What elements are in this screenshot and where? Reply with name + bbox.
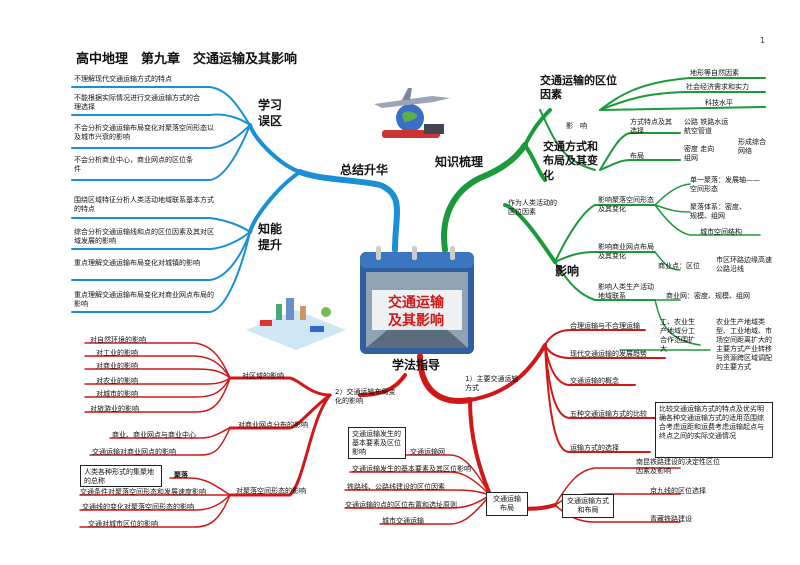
regional-label: 对区域的影响 bbox=[242, 372, 284, 380]
globe-transport-illustration bbox=[374, 88, 450, 138]
summary-label: 总结升华 bbox=[340, 163, 389, 177]
settlement-word: 聚落 bbox=[174, 471, 188, 479]
skill-item: 重点理解交通运输布局变化对商业网点布局的影响 bbox=[74, 291, 214, 309]
mode-layout-item: 南昆铁路建设的决定性区位因素及影响 bbox=[636, 458, 720, 476]
main-mode-item: 运输方式的选择 bbox=[570, 444, 619, 452]
mistake-item: 不会分析商业中心，商业网点的区位条件 bbox=[74, 156, 193, 174]
transport-layout-item: 交通运输的点的区位布置和选址原则 bbox=[345, 501, 457, 509]
commerce-center-detail: 市区环路边缘高速公路沿线 bbox=[716, 256, 772, 274]
skills-label-2: 提升 bbox=[258, 238, 283, 252]
main-mode-item: 现代交通运输的发展趋势 bbox=[570, 350, 647, 358]
commerce-impact-item: 交通运输对商业网点的影响 bbox=[92, 448, 176, 456]
regional-item: 对城市的影响 bbox=[96, 390, 138, 398]
transport-layout-item: 交通运输发生的基本要素及其区位影响 bbox=[352, 465, 471, 473]
skill-item: 重点理解交通运输布局变化对城镇的影响 bbox=[74, 259, 200, 267]
influence-word: 影 响 bbox=[566, 122, 587, 130]
transport-layout-item: 交通运输网 bbox=[410, 448, 445, 456]
main-modes-label: 1）主要交通运输方式 bbox=[465, 375, 519, 393]
settlement-definition-box: 人类各种形式的集聚地的总称 bbox=[80, 465, 162, 487]
commerce-impact-label: 对商业网点分布的影响 bbox=[238, 421, 308, 429]
settlement-impact-label: 对聚落空间形态的影响 bbox=[236, 487, 306, 495]
settlement-impact-item: 交通条件对聚落空间形态和发展速度影响 bbox=[80, 488, 206, 496]
mode-layout-item: 青藏铁路建设 bbox=[650, 515, 692, 523]
regional-item: 对农业的影响 bbox=[96, 377, 138, 385]
location-factor-item: 科技水平 bbox=[705, 99, 733, 107]
factor-box: 作为人类活动的区位因素 bbox=[508, 199, 557, 217]
regional-item: 对商业的影响 bbox=[96, 362, 138, 370]
mode-layout-item: 京九线的区位选择 bbox=[650, 487, 706, 495]
mode-layout-label: 交通运输方式和布局 bbox=[562, 494, 614, 518]
commerce-network: 商业网：密度、规模、组网 bbox=[666, 292, 750, 300]
location-factors-label: 交通运输的区位因素 bbox=[540, 74, 617, 102]
modes-label: 交通方式和布局及其变化 bbox=[543, 140, 598, 182]
transport-layout-item: 铁路线、公路线建设的区位因素 bbox=[347, 483, 445, 491]
commerce-impact-item: 商业、商业网点与商业中心 bbox=[112, 431, 196, 439]
mode-layout: 布局 bbox=[630, 152, 644, 160]
transport-layout-label: 交通运输布局 bbox=[486, 492, 528, 516]
transport-layout-item: 城市交通运输 bbox=[382, 517, 424, 525]
main-mode-item: 五种交通运输方式的比较 bbox=[570, 410, 647, 418]
skills-label-1: 知能 bbox=[258, 222, 283, 236]
method-label: 学法指导 bbox=[392, 358, 441, 372]
location-factor-item: 社会经济需求和实力 bbox=[686, 83, 749, 91]
commerce-center: 商业点：区位 bbox=[658, 262, 700, 270]
regional-item: 对自然环境的影响 bbox=[90, 336, 146, 344]
regional-item: 对工业的影响 bbox=[96, 349, 138, 357]
main-mode-item: 交通运输的概念 bbox=[570, 377, 619, 385]
main-mode-item: 合理运输与不合理运输 bbox=[570, 322, 640, 330]
center-title-line2: 及其影响 bbox=[388, 313, 444, 329]
city-transport-illustration bbox=[246, 298, 346, 350]
settlement-impact-item: 交通线的变化对聚落空间形态的影响 bbox=[82, 503, 194, 511]
settlement-label: 影响聚落空间形态及其变化 bbox=[598, 196, 654, 214]
form-network: 形成综合网络 bbox=[738, 138, 766, 156]
skill-item: 综合分析交通运输线和点的区位因素及其对区域发展的影响 bbox=[74, 228, 214, 246]
settlement-single: 单一聚落：发展轴——空间形态 bbox=[690, 176, 760, 194]
mode-choice-items: 公路 铁路水运 航空管道 bbox=[684, 118, 729, 136]
settlement-urban: 城市空间结构 bbox=[700, 228, 742, 236]
layout-impact-label: 2）交通运输布局变化的影响 bbox=[335, 388, 396, 406]
skill-item: 围绕区域特征分析人类活动地域联系基本方式的特点 bbox=[74, 196, 214, 214]
location-factor-item: 地形等自然因素 bbox=[690, 69, 739, 77]
mistake-item: 不理解现代交通运输方式的特点 bbox=[74, 75, 172, 83]
transport-layout-box: 交通运输发生的基本要素及区位影响 bbox=[348, 427, 406, 459]
mistakes-label-1: 学习 bbox=[258, 98, 283, 112]
page-number: 1 bbox=[760, 36, 766, 45]
mistakes-label-2: 误区 bbox=[258, 114, 283, 128]
mode-choice: 方式特点及其选择 bbox=[630, 118, 672, 136]
mistake-item: 不会分析交通运输布局变化对聚落空间形态以及城市兴衰的影响 bbox=[74, 124, 214, 142]
production-detail: 农业生产地域类型、工业地域、市场空间距离扩大的主要方式产业转移与资源跨区域调配的… bbox=[716, 318, 772, 372]
settlement-impact-item: 交通对城市区位的影响 bbox=[88, 520, 158, 528]
commerce-label: 影响商业网点布局及其变化 bbox=[598, 243, 654, 261]
impact-label: 影响 bbox=[555, 264, 580, 278]
center-topic: 交通运输 及其影响 bbox=[358, 244, 476, 356]
mistake-item: 不能根据实际情况进行交通运输方式的合理选择 bbox=[74, 94, 200, 112]
knowledge-label: 知识梳理 bbox=[435, 155, 484, 169]
production-sub: 工、农业生产地域分工合作范围扩大 bbox=[660, 318, 695, 354]
center-title-line1: 交通运输 bbox=[388, 295, 444, 311]
production-label: 影响人类生产活动地域联系 bbox=[598, 283, 654, 301]
compare-box: 比较交通运输方式的特点及优劣明确各种交通运输方式的适用范围综合考虑运距和运费考虑… bbox=[655, 402, 773, 458]
regional-item: 对旅游业的影响 bbox=[90, 405, 139, 413]
page-title: 高中地理 第九章 交通运输及其影响 bbox=[76, 52, 298, 67]
mode-layout-items: 密度 走向组网 bbox=[684, 145, 715, 163]
center-frame bbox=[360, 246, 474, 354]
settlement-group: 聚落体系：密度、规模、组网 bbox=[690, 203, 746, 221]
